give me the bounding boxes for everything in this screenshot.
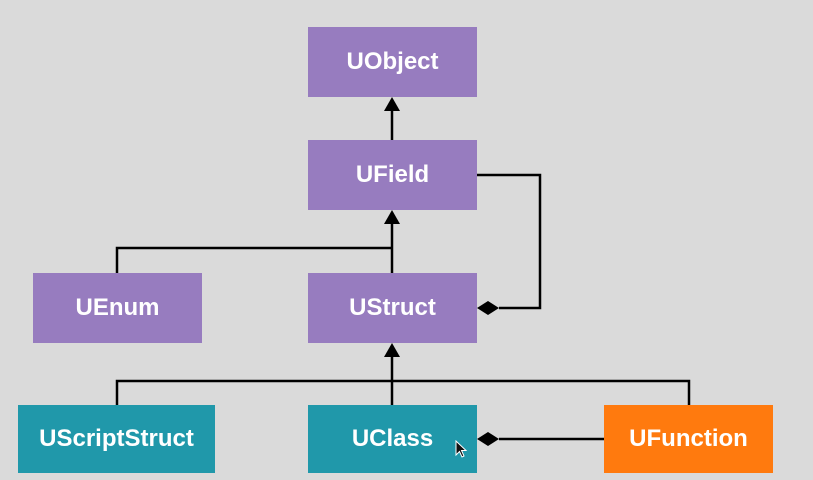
inheritance-arrowhead-ustruct xyxy=(384,343,400,357)
node-ufield: UField xyxy=(308,140,477,210)
node-label: UStruct xyxy=(349,294,436,321)
node-uscriptstruct: UScriptStruct xyxy=(18,405,215,473)
node-label: UEnum xyxy=(75,294,160,321)
composition-diamond-ustruct xyxy=(477,301,499,315)
mouse-pointer-icon xyxy=(455,440,468,458)
inheritance-arrowhead-ufield xyxy=(384,210,400,224)
edge-composition-ustruct-ufield xyxy=(477,173,542,310)
composition-diamond-uclass xyxy=(477,432,499,446)
edge-uenum-ufield xyxy=(115,246,392,273)
node-label: UFunction xyxy=(629,425,748,452)
node-ustruct: UStruct xyxy=(308,273,477,343)
node-label: UScriptStruct xyxy=(39,425,194,452)
node-uobject: UObject xyxy=(308,27,477,97)
inheritance-arrowhead-uobject xyxy=(384,97,400,111)
node-label: UObject xyxy=(346,48,439,75)
node-uenum: UEnum xyxy=(33,273,202,343)
node-uclass: UClass xyxy=(308,405,477,473)
node-label: UClass xyxy=(351,425,434,452)
node-label: UField xyxy=(355,161,430,188)
node-ufunction: UFunction xyxy=(604,405,773,473)
edge-uscriptstruct-ustruct xyxy=(115,379,691,405)
